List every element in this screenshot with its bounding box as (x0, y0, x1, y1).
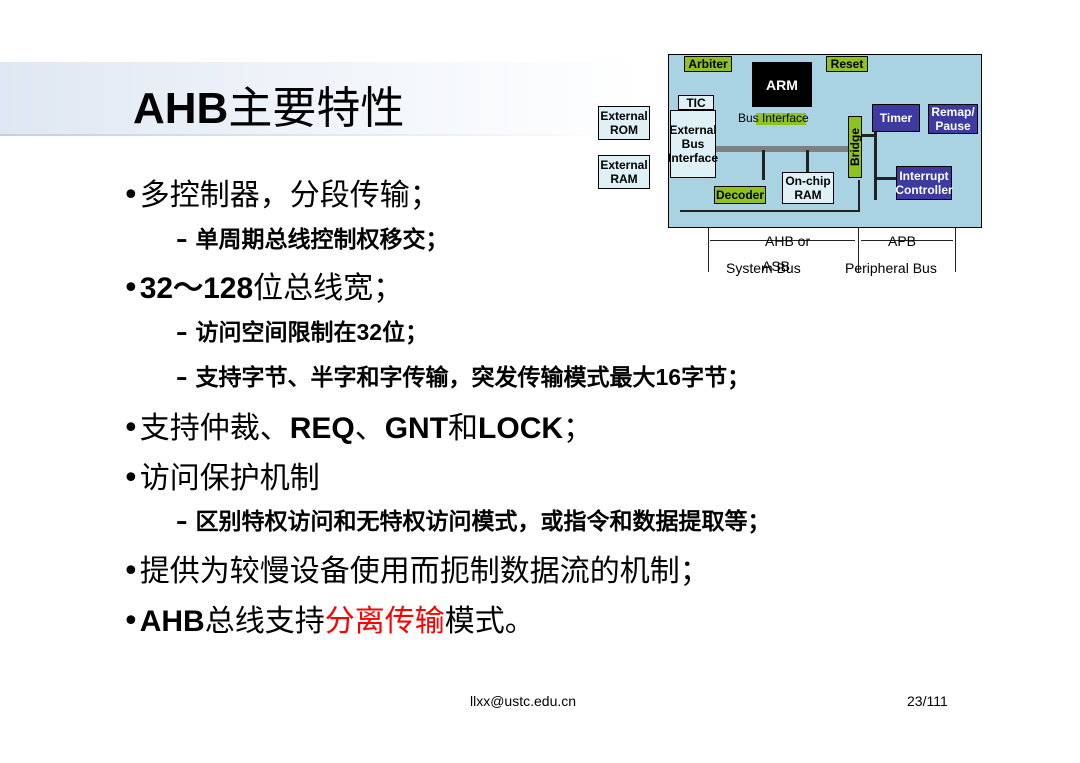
range-tick-left (708, 228, 709, 272)
title-band (0, 62, 640, 134)
onchip-link (806, 150, 809, 172)
bullet-split-transfer: •AHB总线支持分离传输模式。 (122, 604, 535, 639)
external-bus-interface-box: External Bus Interface (668, 110, 718, 178)
decoder-box: Decoder (714, 186, 766, 204)
range-tick-right (955, 228, 956, 272)
bus-interface-highlight (756, 113, 806, 125)
bullet-throttle: •提供为较慢设备使用而扼制数据流的机制； (122, 554, 710, 589)
bottom-link-v (858, 180, 860, 212)
system-bus-label: System Bus (726, 260, 801, 276)
remap-pause-box: Remap/ Pause (928, 104, 978, 134)
asb-label: ASB (762, 258, 791, 274)
apb-range-arrow (861, 240, 953, 241)
slide-title: AHB主要特性 (133, 83, 405, 134)
peripheral-bus-line (874, 120, 877, 200)
system-bus-line (670, 146, 850, 152)
arm-core-box: ARM (752, 62, 812, 107)
ahb-range-arrow (710, 240, 855, 241)
bullet-access-protection: •访问保护机制 (122, 461, 320, 496)
sub-bullet-privileged: – 区别特权访问和无特权访问模式，或指令和数据提取等； (176, 509, 771, 535)
bullet-multi-master: •多控制器，分段传输； (122, 178, 440, 213)
bullet-arbitration: •支持仲裁、REQ、GNT和LOCK； (122, 411, 594, 446)
apb-label: APB (888, 233, 917, 249)
bus-interface-label: Bus Interface (738, 111, 809, 125)
sub-bullet-address-space: – 访问空间限制在32位； (176, 319, 429, 346)
external-ram-box: External RAM (598, 155, 650, 189)
bridge-box: Bridge (848, 116, 862, 178)
bottom-link (680, 210, 860, 212)
peripheral-bus-label: Peripheral Bus (845, 260, 937, 276)
sub-bullet-transfer-modes: – 支持字节、半字和字传输，突发传输模式最大16字节； (176, 364, 751, 391)
external-rom-box: External ROM (598, 106, 650, 140)
arbiter-box: Arbiter (684, 56, 732, 72)
bullet-bus-width: •32～128位总线宽； (122, 271, 404, 306)
highlight-split-transfer: 分离传输 (324, 604, 445, 639)
ahb-or-label: AHB or (765, 233, 811, 249)
footer-email: llxx@ustc.edu.cn (470, 693, 577, 709)
interrupt-link (874, 177, 896, 180)
timer-box: Timer (872, 104, 920, 132)
range-tick-mid (858, 228, 859, 272)
decoder-link (762, 150, 765, 180)
sub-bullet-single-cycle: – 单周期总线控制权移交； (176, 227, 449, 253)
page-number: 23/111 (907, 693, 948, 709)
tic-box: TIC (678, 95, 714, 110)
onchip-ram-box: On-chip RAM (782, 172, 834, 204)
reset-box: Reset (826, 56, 868, 72)
title-underline (0, 134, 640, 136)
bridge-link (862, 134, 874, 137)
interrupt-controller-box: Interrupt Controller (895, 166, 953, 200)
